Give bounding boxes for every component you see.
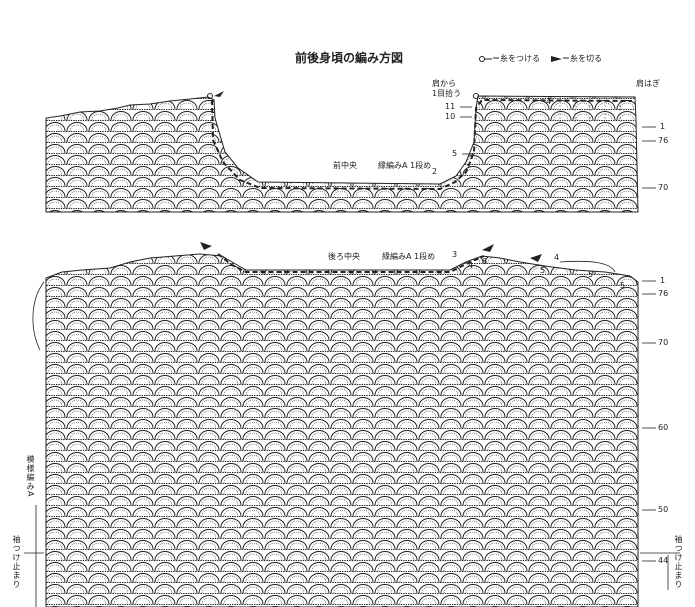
sleeve-stop-left-label: 袖つけ止まり <box>12 535 21 589</box>
legend-cut-label: ＝糸を切る <box>562 54 602 63</box>
front-row-70: 70 <box>658 183 669 192</box>
sleeve-stop-right-label: 袖つけ止まり <box>674 535 683 589</box>
front-cut-marker <box>214 91 224 97</box>
front-attach-marker <box>207 93 213 99</box>
row-arrows <box>24 106 680 607</box>
back-body-panel <box>32 242 639 607</box>
back-cut-marker-right <box>482 244 494 252</box>
back-cut-marker-side <box>530 254 542 262</box>
legend-attach-label: ＝糸をつける <box>492 54 540 63</box>
front-neck-mark-4: 4 <box>546 97 552 106</box>
front-neck-mark-2: 2 <box>432 167 438 176</box>
front-shoulder-pickup-line2: 1目拾う <box>432 89 462 98</box>
back-row-76: 76 <box>658 289 669 298</box>
front-row-11: 11 <box>445 102 456 111</box>
front-shoulder-marker <box>473 93 479 99</box>
back-panel-shape <box>45 253 639 607</box>
back-cut-marker-left <box>200 242 212 250</box>
back-neck-mark-5a: 5 <box>540 266 546 275</box>
front-row-76: 76 <box>658 136 669 145</box>
front-body-panel <box>45 91 639 213</box>
back-hem-arc-left <box>32 281 45 351</box>
back-row-60: 60 <box>658 423 669 432</box>
front-center-label: 前中央 <box>333 161 357 170</box>
back-row-50: 50 <box>658 505 669 514</box>
front-row-10: 10 <box>445 112 456 121</box>
back-neck-mark-3: 3 <box>452 250 458 259</box>
back-neck-mark-5b: 5 <box>588 270 594 279</box>
back-row-70: 70 <box>658 338 669 347</box>
chart-title: 前後身頃の編み方図 <box>295 51 404 65</box>
legend-symbols <box>479 56 562 62</box>
back-pattern-row1-label: 縁編みA 1段め <box>382 252 436 261</box>
back-row-44: 44 <box>658 556 669 565</box>
back-neck-mark-4a: 4 <box>468 261 474 270</box>
back-pattern-left-label: 模様編みA <box>26 455 35 498</box>
front-row-1: 1 <box>660 122 666 131</box>
front-pattern-row1-label: 縁編みA 1段め <box>378 161 432 170</box>
back-neck-mark-4b: 4 <box>554 253 560 262</box>
legend-attach-icon <box>479 56 485 62</box>
back-right-edge-curve <box>559 260 616 273</box>
front-shoulder-lines <box>559 97 621 122</box>
back-neck-mark-5c: 5 <box>620 281 626 290</box>
back-center-label: 後ろ中央 <box>328 252 360 261</box>
back-row-1: 1 <box>660 276 666 285</box>
front-panel-shape <box>45 95 639 213</box>
back-neck-edge <box>217 253 485 273</box>
front-row-5: 5 <box>452 149 458 158</box>
front-shoulder-pickup-line1: 肩から <box>432 79 456 88</box>
front-shoulder-join-label: 肩はぎ <box>636 79 660 88</box>
back-neck-mark-6: 6 <box>482 257 488 266</box>
front-neck-edge <box>211 98 633 191</box>
legend-cut-icon <box>551 56 562 62</box>
